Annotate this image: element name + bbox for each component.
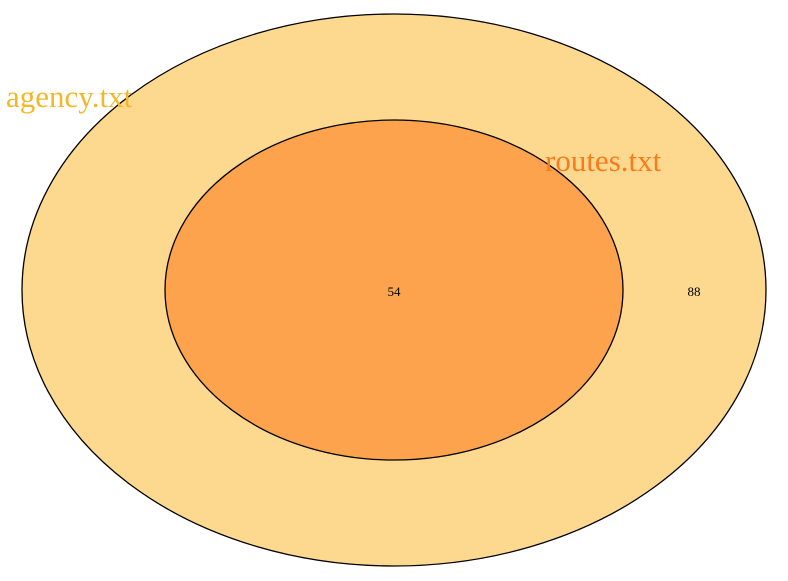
agency-only-count: 88: [688, 284, 701, 299]
intersection-count: 54: [388, 284, 402, 299]
routes-set-ellipse: [164, 119, 624, 461]
routes-set-label: routes.txt: [545, 143, 662, 178]
agency-set-label: agency.txt: [6, 79, 133, 114]
